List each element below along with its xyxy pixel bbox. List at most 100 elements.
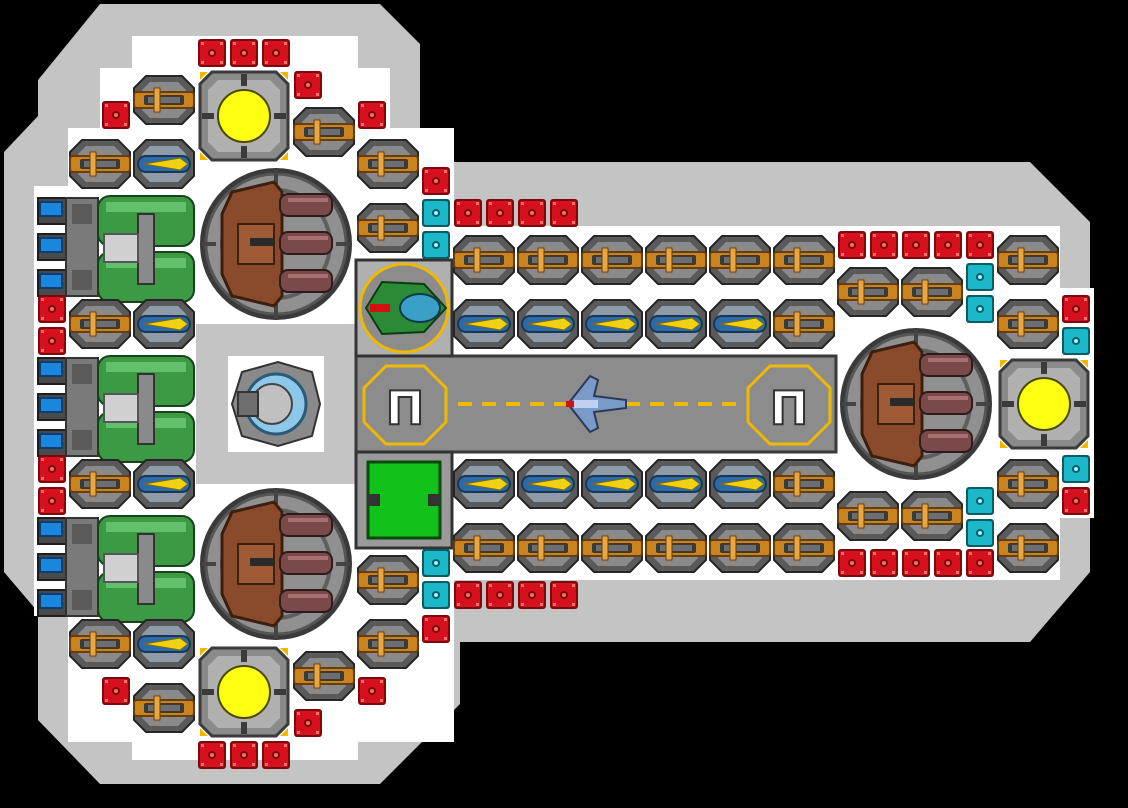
armor-block-icon[interactable] xyxy=(230,741,258,769)
heavy-cannon-icon[interactable] xyxy=(838,326,994,482)
autocannon-turret-icon[interactable] xyxy=(773,523,835,573)
autocannon-turret-icon[interactable] xyxy=(133,75,195,125)
heavy-cannon-icon[interactable] xyxy=(198,486,354,642)
missile-launcher-icon[interactable] xyxy=(133,459,195,509)
autocannon-turret-icon[interactable] xyxy=(581,523,643,573)
armor-block-icon[interactable] xyxy=(486,581,514,609)
armor-block-icon[interactable] xyxy=(934,231,962,259)
autocannon-turret-icon[interactable] xyxy=(357,139,419,189)
shield-block-icon[interactable] xyxy=(1062,455,1090,483)
autocannon-turret-icon[interactable] xyxy=(517,235,579,285)
armor-block-icon[interactable] xyxy=(966,549,994,577)
armor-block-icon[interactable] xyxy=(550,199,578,227)
missile-launcher-icon[interactable] xyxy=(517,299,579,349)
autocannon-turret-icon[interactable] xyxy=(645,235,707,285)
armor-block-icon[interactable] xyxy=(902,549,930,577)
armor-block-icon[interactable] xyxy=(486,199,514,227)
armor-block-icon[interactable] xyxy=(262,39,290,67)
armor-block-icon[interactable] xyxy=(1062,487,1090,515)
armor-block-icon[interactable] xyxy=(262,741,290,769)
armor-block-icon[interactable] xyxy=(38,295,66,323)
armor-block-icon[interactable] xyxy=(1062,295,1090,323)
armor-block-icon[interactable] xyxy=(550,581,578,609)
shield-block-icon[interactable] xyxy=(422,581,450,609)
sensor-dome-icon[interactable] xyxy=(228,356,324,452)
autocannon-turret-icon[interactable] xyxy=(901,491,963,541)
shield-block-icon[interactable] xyxy=(966,295,994,323)
armor-block-icon[interactable] xyxy=(358,677,386,705)
armor-block-icon[interactable] xyxy=(38,327,66,355)
fighter-ship-icon[interactable] xyxy=(566,374,627,434)
missile-launcher-icon[interactable] xyxy=(645,459,707,509)
autocannon-turret-icon[interactable] xyxy=(517,523,579,573)
shield-block-icon[interactable] xyxy=(422,549,450,577)
missile-launcher-icon[interactable] xyxy=(709,459,771,509)
autocannon-turret-icon[interactable] xyxy=(293,651,355,701)
autocannon-turret-icon[interactable] xyxy=(357,619,419,669)
autocannon-turret-icon[interactable] xyxy=(997,235,1059,285)
armor-block-icon[interactable] xyxy=(870,231,898,259)
armor-block-icon[interactable] xyxy=(454,199,482,227)
armor-block-icon[interactable] xyxy=(198,39,226,67)
armor-block-icon[interactable] xyxy=(454,581,482,609)
power-generator-icon[interactable] xyxy=(998,358,1090,450)
armor-block-icon[interactable] xyxy=(838,231,866,259)
armor-block-icon[interactable] xyxy=(422,167,450,195)
power-generator-icon[interactable] xyxy=(198,646,290,738)
autocannon-turret-icon[interactable] xyxy=(901,267,963,317)
armor-block-icon[interactable] xyxy=(294,71,322,99)
armor-block-icon[interactable] xyxy=(230,39,258,67)
autocannon-turret-icon[interactable] xyxy=(709,235,771,285)
autocannon-turret-icon[interactable] xyxy=(69,139,131,189)
armor-block-icon[interactable] xyxy=(934,549,962,577)
autocannon-turret-icon[interactable] xyxy=(837,491,899,541)
armor-block-icon[interactable] xyxy=(38,455,66,483)
armor-block-icon[interactable] xyxy=(294,709,322,737)
armor-block-icon[interactable] xyxy=(902,231,930,259)
autocannon-turret-icon[interactable] xyxy=(997,459,1059,509)
heavy-cannon-icon[interactable] xyxy=(198,166,354,322)
autocannon-turret-icon[interactable] xyxy=(293,107,355,157)
shield-block-icon[interactable] xyxy=(422,199,450,227)
missile-launcher-icon[interactable] xyxy=(133,299,195,349)
autocannon-turret-icon[interactable] xyxy=(357,555,419,605)
autocannon-turret-icon[interactable] xyxy=(773,459,835,509)
autocannon-turret-icon[interactable] xyxy=(453,523,515,573)
shield-block-icon[interactable] xyxy=(966,263,994,291)
autocannon-turret-icon[interactable] xyxy=(453,235,515,285)
autocannon-turret-icon[interactable] xyxy=(997,523,1059,573)
armor-block-icon[interactable] xyxy=(358,101,386,129)
armor-block-icon[interactable] xyxy=(422,615,450,643)
missile-launcher-icon[interactable] xyxy=(133,619,195,669)
autocannon-turret-icon[interactable] xyxy=(773,299,835,349)
armor-block-icon[interactable] xyxy=(102,101,130,129)
armor-block-icon[interactable] xyxy=(38,487,66,515)
cargo-module-icon[interactable] xyxy=(354,450,454,550)
armor-block-icon[interactable] xyxy=(838,549,866,577)
missile-launcher-icon[interactable] xyxy=(709,299,771,349)
armor-block-icon[interactable] xyxy=(870,549,898,577)
autocannon-turret-icon[interactable] xyxy=(69,459,131,509)
shield-block-icon[interactable] xyxy=(966,519,994,547)
missile-launcher-icon[interactable] xyxy=(645,299,707,349)
autocannon-turret-icon[interactable] xyxy=(773,235,835,285)
missile-launcher-icon[interactable] xyxy=(453,299,515,349)
power-generator-icon[interactable] xyxy=(198,70,290,162)
autocannon-turret-icon[interactable] xyxy=(837,267,899,317)
shield-block-icon[interactable] xyxy=(966,487,994,515)
missile-launcher-icon[interactable] xyxy=(581,459,643,509)
armor-block-icon[interactable] xyxy=(518,581,546,609)
autocannon-turret-icon[interactable] xyxy=(709,523,771,573)
armor-block-icon[interactable] xyxy=(518,199,546,227)
missile-launcher-icon[interactable] xyxy=(133,139,195,189)
missile-launcher-icon[interactable] xyxy=(453,459,515,509)
armor-block-icon[interactable] xyxy=(966,231,994,259)
autocannon-turret-icon[interactable] xyxy=(357,203,419,253)
shield-block-icon[interactable] xyxy=(1062,327,1090,355)
cockpit-icon[interactable] xyxy=(354,258,454,358)
missile-launcher-icon[interactable] xyxy=(517,459,579,509)
autocannon-turret-icon[interactable] xyxy=(69,619,131,669)
shield-block-icon[interactable] xyxy=(422,231,450,259)
armor-block-icon[interactable] xyxy=(198,741,226,769)
armor-block-icon[interactable] xyxy=(102,677,130,705)
